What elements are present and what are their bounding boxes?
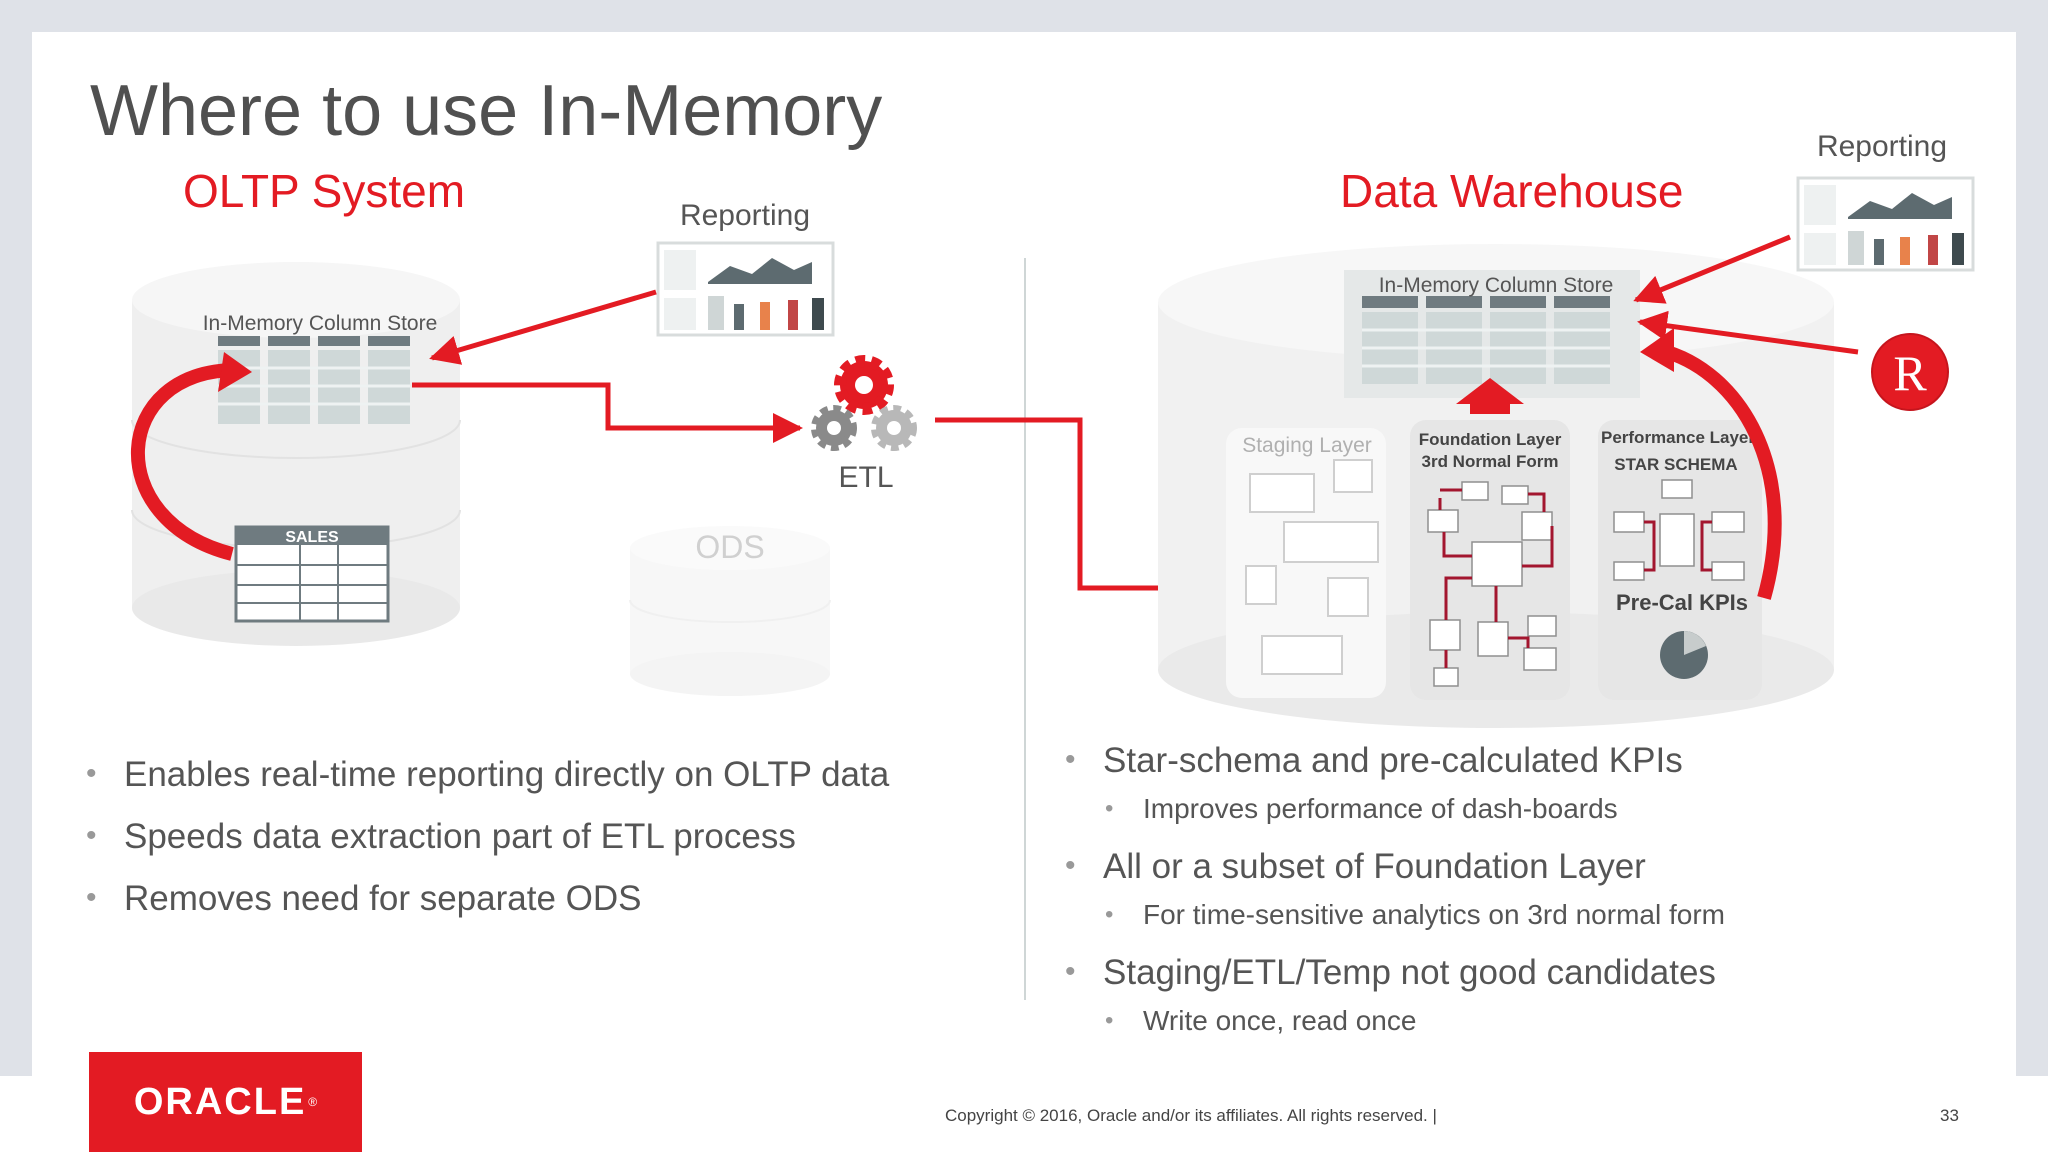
r-logo-letter: R <box>1893 345 1927 401</box>
dw-section-title: Data Warehouse <box>1340 165 1684 217</box>
oltp-bullet-list: Enables real-time reporting directly on … <box>86 755 889 919</box>
dw-sub-bullet: Improves performance of dash-boards <box>1065 793 1725 825</box>
dw-bullet: Star-schema and pre-calculated KPIs <box>1065 741 1725 781</box>
oltp-reporting-arrow <box>429 289 657 365</box>
oltp-column-store-label: In-Memory Column Store <box>203 312 438 335</box>
dw-column-store-grid <box>1344 270 1640 398</box>
oracle-logo: ORACLE® <box>89 1052 362 1152</box>
staging-layer-panel <box>1226 428 1386 698</box>
sales-table-label: SALES <box>285 529 339 546</box>
etl-label: ETL <box>838 461 893 494</box>
dw-sub-bullet: For time-sensitive analytics on 3rd norm… <box>1065 899 1725 931</box>
copyright-text: Copyright © 2016, Oracle and/or its affi… <box>945 1106 1437 1125</box>
pre-cal-kpis-label: Pre-Cal KPIs <box>1616 590 1748 615</box>
dw-reporting-label: Reporting <box>1817 130 1947 163</box>
foundation-layer-sublabel: 3rd Normal Form <box>1422 452 1559 471</box>
dw-reporting-icon <box>1796 176 1975 272</box>
slide-title: Where to use In-Memory <box>90 71 883 151</box>
foundation-to-column-store-arrow <box>1456 378 1524 414</box>
r-language-icon <box>1871 333 1949 411</box>
r-to-column-store-arrow <box>1637 310 1859 355</box>
performance-layer-label: Performance Layer <box>1601 428 1755 447</box>
performance-layer-sublabel: STAR SCHEMA <box>1614 455 1737 474</box>
performance-layer-panel <box>1598 420 1762 700</box>
dw-bullet-list: Star-schema and pre-calculated KPIs Impr… <box>1065 741 1725 1037</box>
oltp-to-etl-arrow <box>412 382 803 443</box>
oracle-logo-text: ORACLE <box>133 1080 307 1123</box>
ods-label: ODS <box>695 529 764 565</box>
oltp-load-arrowhead <box>218 352 252 392</box>
oltp-load-curve-arrow <box>130 363 237 561</box>
staging-layer-label: Staging Layer <box>1242 434 1372 457</box>
etl-to-dw-arrow <box>935 417 1225 603</box>
foundation-layer-panel <box>1410 420 1570 700</box>
oltp-section-title: OLTP System <box>183 165 466 217</box>
dw-sub-bullet: Write once, read once <box>1065 1005 1725 1037</box>
dw-reporting-arrow <box>1633 234 1791 304</box>
oltp-bullet: Enables real-time reporting directly on … <box>86 755 889 795</box>
oltp-bullet: Speeds data extraction part of ETL proce… <box>86 817 889 857</box>
oltp-reporting-icon <box>656 241 835 337</box>
ods-database-cylinder <box>629 526 831 696</box>
oltp-reporting-label: Reporting <box>680 199 810 232</box>
dw-performance-curve-arrow <box>1658 343 1782 600</box>
foundation-layer-label: Foundation Layer <box>1419 430 1562 449</box>
oltp-column-store-grid <box>218 336 410 424</box>
oltp-bullet: Removes need for separate ODS <box>86 879 889 919</box>
dw-bullet: All or a subset of Foundation Layer <box>1065 847 1725 887</box>
oracle-logo-mark: ® <box>308 1095 318 1109</box>
page-number: 33 <box>1940 1106 1959 1125</box>
etl-gears-icon <box>811 355 917 451</box>
dw-column-store-label: In-Memory Column Store <box>1379 274 1614 297</box>
sales-table-icon <box>234 525 390 623</box>
dw-bullet: Staging/ETL/Temp not good candidates <box>1065 953 1725 993</box>
